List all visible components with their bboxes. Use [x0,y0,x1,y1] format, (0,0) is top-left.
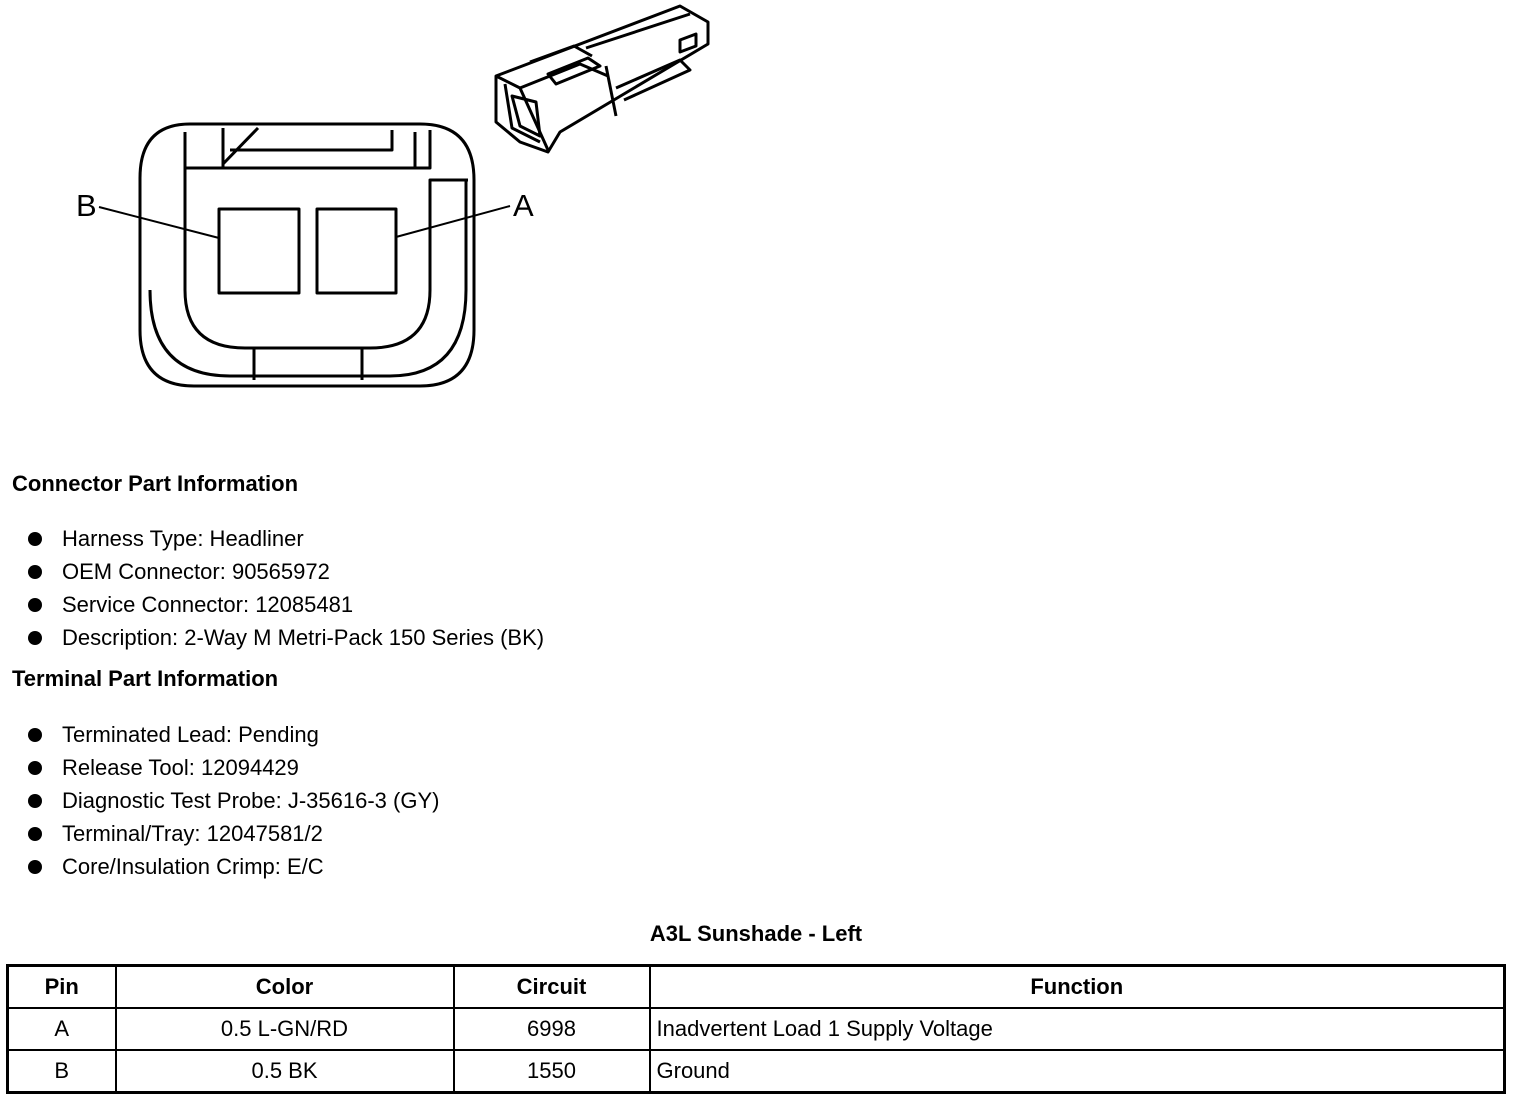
connector-diagram: B A [76,4,710,388]
table-row: B 0.5 BK 1550 Ground [6,1049,1506,1094]
list-item: Service Connector: 12085481 [28,588,544,621]
color-cell: 0.5 L-GN/RD [114,1007,455,1051]
column-header-circuit: Circuit [452,964,651,1009]
list-item: Diagnostic Test Probe: J-35616-3 (GY) [28,784,439,817]
list-item: Harness Type: Headliner [28,522,544,555]
pin-cell: A [6,1007,117,1051]
list-item: Release Tool: 12094429 [28,751,439,784]
connector-isometric-view [494,4,710,154]
list-item: Terminated Lead: Pending [28,718,439,751]
column-header-pin: Pin [6,964,117,1009]
connector-face-view [138,122,476,388]
column-header-color: Color [114,964,455,1009]
leader-line-a [395,205,511,238]
circuit-cell: 6998 [452,1007,651,1051]
function-cell: Ground [648,1049,1506,1094]
connector-info-heading: Connector Part Information [12,471,299,496]
pin-cell: B [6,1049,117,1094]
function-cell: Inadvertent Load 1 Supply Voltage [648,1007,1506,1051]
list-item: OEM Connector: 90565972 [28,555,544,588]
leader-line-b [98,206,220,239]
color-cell: 0.5 BK [114,1049,455,1094]
table-row: A 0.5 L-GN/RD 6998 Inadvertent Load 1 Su… [6,1007,1506,1051]
list-item: Terminal/Tray: 12047581/2 [28,817,439,850]
list-item: Core/Insulation Crimp: E/C [28,850,439,883]
table-header-row: Pin Color Circuit Function [6,964,1506,1009]
pin-table-title: A3L Sunshade - Left [649,921,863,946]
pin-cavity-a [315,207,398,295]
pin-label-a: A [513,188,534,223]
circuit-cell: 1550 [452,1049,651,1094]
pin-table: Pin Color Circuit Function A 0.5 L-GN/RD… [6,964,1506,1094]
pin-label-b: B [76,188,97,223]
column-header-function: Function [648,964,1506,1009]
connector-info-list: Harness Type: Headliner OEM Connector: 9… [28,522,544,654]
list-item: Description: 2-Way M Metri-Pack 150 Seri… [28,621,544,654]
pin-cavity-b [217,207,301,295]
terminal-info-heading: Terminal Part Information [12,666,279,691]
terminal-info-list: Terminated Lead: Pending Release Tool: 1… [28,718,439,883]
